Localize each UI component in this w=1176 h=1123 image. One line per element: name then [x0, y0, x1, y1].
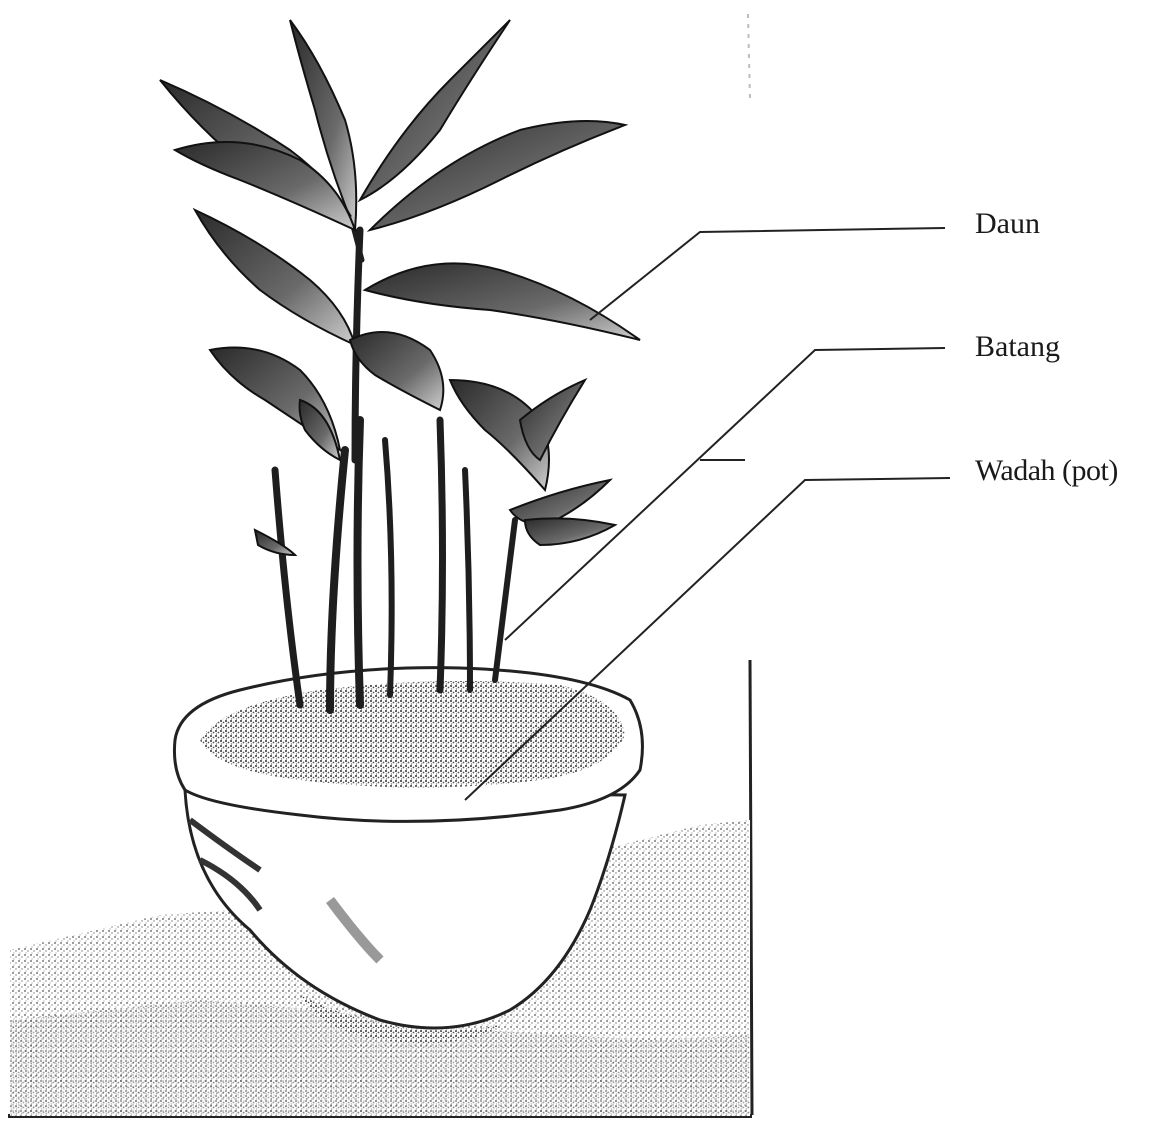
label-batang: Batang [975, 332, 1060, 362]
label-daun: Daun [975, 209, 1040, 239]
label-wadah-pot: Wadah (pot) [975, 456, 1118, 486]
leader-line-daun [590, 228, 945, 320]
leaves [160, 20, 640, 555]
